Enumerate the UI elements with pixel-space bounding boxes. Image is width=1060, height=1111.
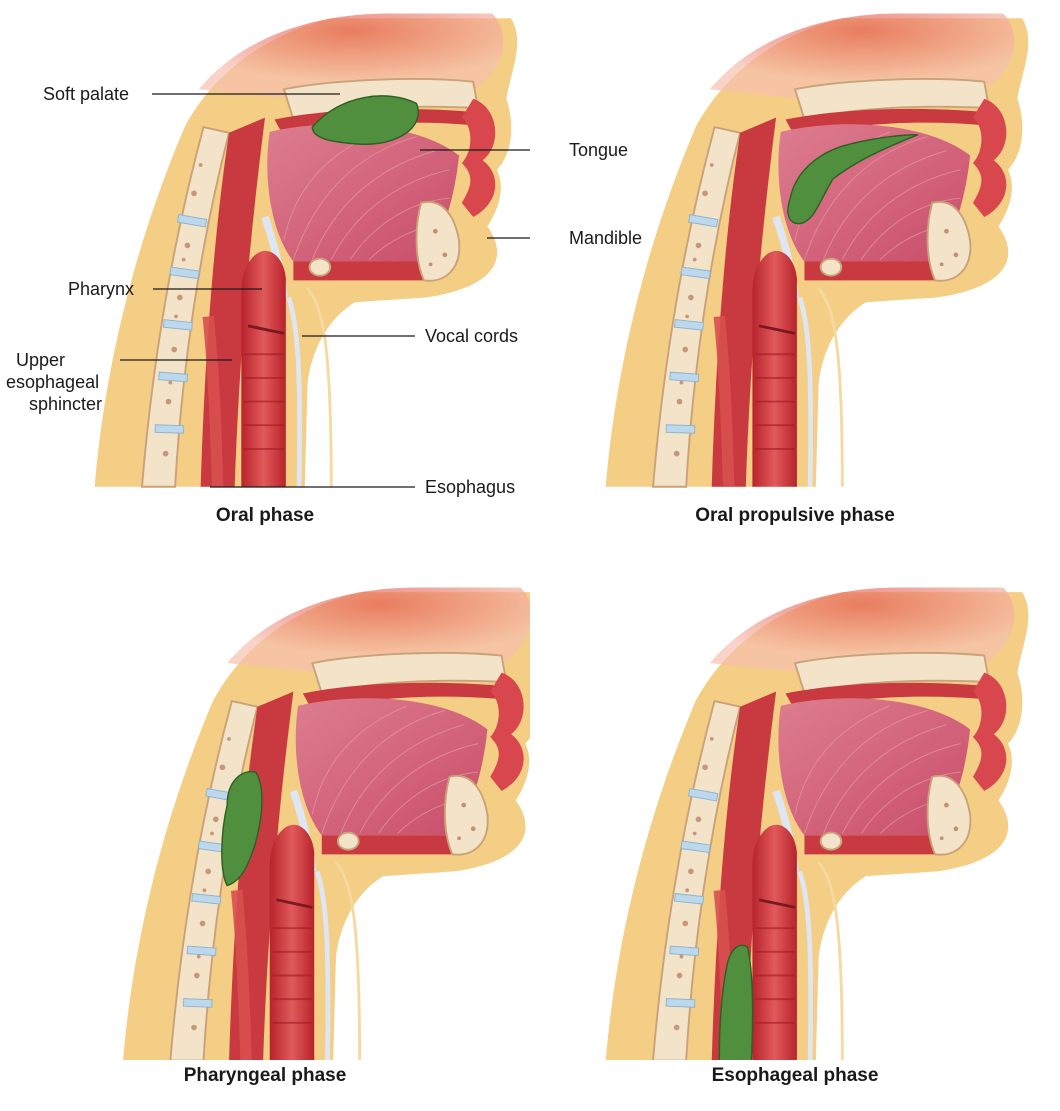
label-line: esophageal [6, 371, 116, 393]
label-line: sphincter [6, 393, 116, 415]
anatomy-illustration [530, 555, 1060, 1060]
panel-caption: Pharyngeal phase [0, 1065, 530, 1087]
label-upper-esophageal-sphincter: Upper esophageal sphincter [6, 349, 116, 415]
panel-oral-propulsive-phase: Oral propulsive phase [530, 0, 1060, 555]
anatomy-illustration [530, 0, 1060, 505]
panel-caption: Oral phase [0, 505, 530, 527]
label-esophagus: Esophagus [425, 476, 515, 498]
label-pharynx: Pharynx [68, 278, 134, 300]
panel-esophageal-phase: Esophageal phase [530, 555, 1060, 1110]
label-soft-palate: Soft palate [43, 83, 129, 105]
label-vocal-cords: Vocal cords [425, 325, 518, 347]
label-line: Upper [6, 349, 116, 371]
panel-caption: Esophageal phase [530, 1065, 1060, 1087]
panel-pharyngeal-phase: Pharyngeal phase [0, 555, 530, 1110]
leader-lines [0, 0, 530, 505]
panel-caption: Oral propulsive phase [530, 505, 1060, 527]
anatomy-illustration [0, 555, 530, 1060]
